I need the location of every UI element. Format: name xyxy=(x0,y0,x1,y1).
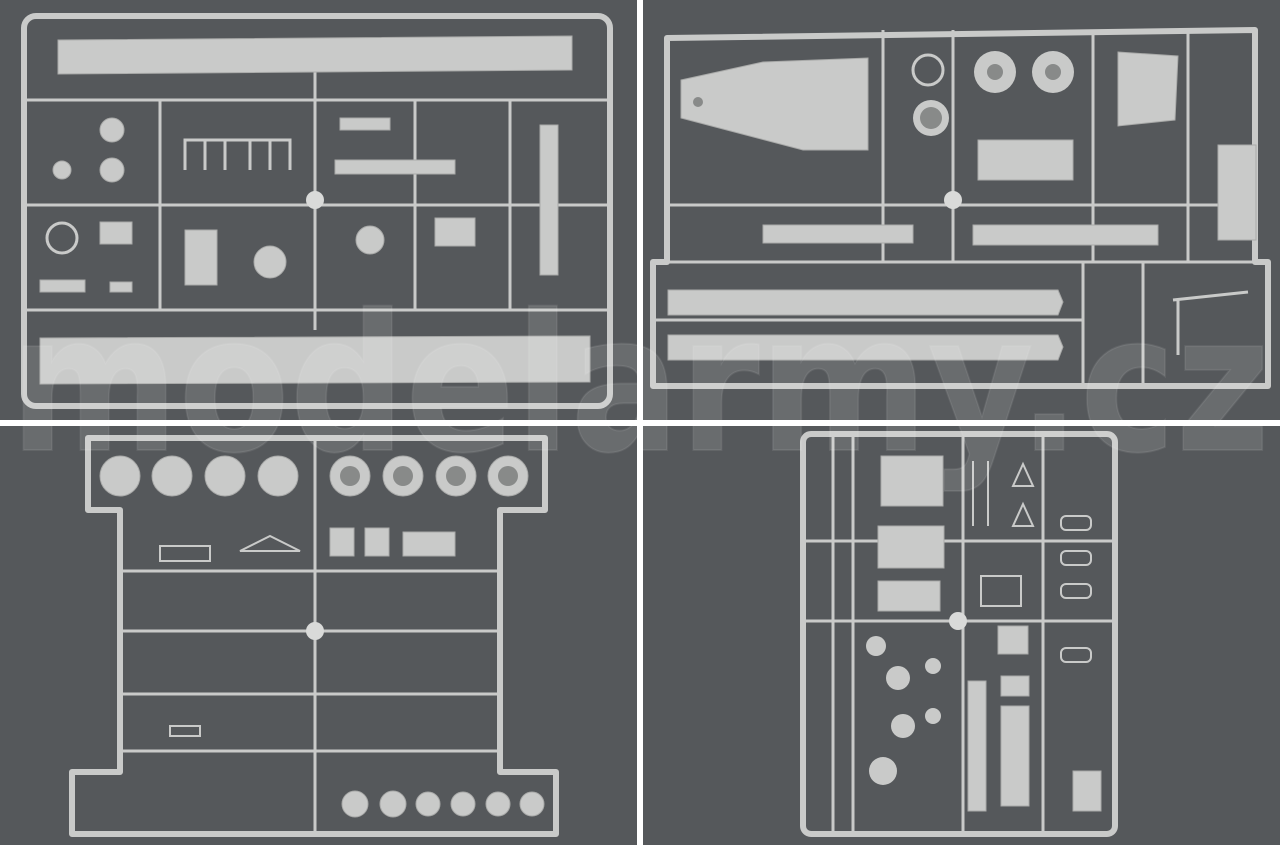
sprue-frame-d xyxy=(800,431,1118,837)
sprue-frame-c xyxy=(69,435,559,837)
sprue-frame-a xyxy=(21,13,613,409)
sprue-photo-top-left xyxy=(0,0,637,420)
sprue-photo-bottom-left xyxy=(0,426,637,845)
sprue-photo-top-right xyxy=(643,0,1280,420)
sprue-photo-bottom-right xyxy=(643,426,1280,845)
sprue-frame-b xyxy=(650,27,1271,389)
